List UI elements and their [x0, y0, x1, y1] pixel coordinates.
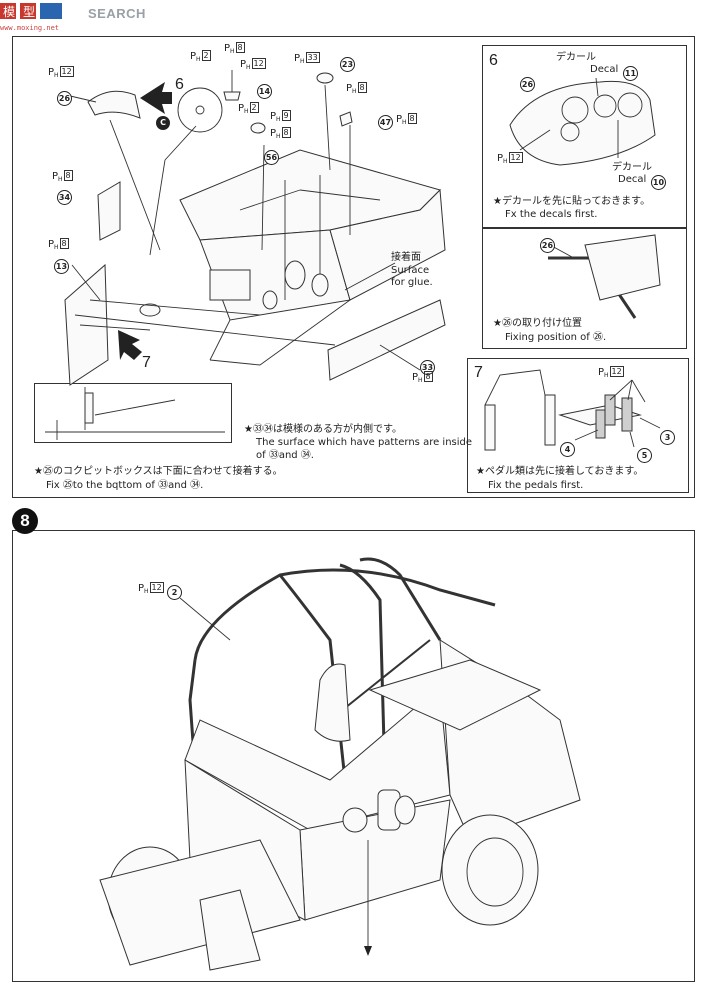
sub6-note-en: Fx the decals first. [505, 209, 598, 220]
substep-6-number: 6 [489, 52, 498, 69]
arrow-6-label: 6 [175, 76, 184, 93]
c-mark-icon: C [156, 110, 170, 130]
part-2: 2 [167, 580, 182, 600]
substep-7-frame [467, 358, 689, 493]
glue-label-en-2: for glue. [391, 277, 433, 288]
steering-wheel [177, 87, 223, 133]
note-cockpit-en: Fix ㉕to the bqttom of ㉝and ㉞. [46, 480, 204, 491]
pedal-part-5: 5 [637, 443, 652, 463]
part-34: 34 [57, 185, 72, 205]
part-56 [250, 122, 266, 134]
arrow-7 [118, 330, 142, 360]
leader-part-2 [179, 597, 231, 641]
decal-number-10: 10 [651, 170, 666, 190]
decal-ja-1: デカール [556, 52, 596, 63]
panel-33 [327, 299, 446, 381]
svg-text:模: 模 [3, 5, 15, 19]
glue-label-en-1: Surface [391, 265, 430, 276]
substep-6b-frame [482, 228, 687, 349]
panel-34 [97, 181, 121, 241]
step-8-frame [12, 530, 695, 982]
pedal-box-drawing [484, 369, 642, 451]
substep-6-frame [482, 45, 687, 228]
pedal-part-4: 4 [560, 437, 575, 457]
decal-number-11: 11 [623, 61, 638, 81]
part-26-sub6b: 26 [540, 233, 555, 253]
part-23: 23 [340, 52, 355, 72]
pedal-part-3: 3 [660, 425, 675, 445]
sub6-note-ja: ★デカールを先に貼っておきます。 [493, 196, 651, 207]
car-chassis-drawing [99, 557, 581, 971]
part-13: 13 [54, 254, 69, 274]
part-56: 56 [264, 145, 279, 165]
decal-ja-2: デカール [612, 162, 652, 173]
panel-13 [64, 263, 109, 386]
note-pattern-en-2: of ㉝and ㉞. [256, 450, 314, 461]
step-8-badge: 8 [12, 508, 38, 534]
arrow-7-label: 7 [142, 354, 151, 371]
detail-side-frame [34, 383, 232, 443]
sub6b-note-en: Fixing position of ㉖. [505, 332, 607, 343]
note-pattern-ja: ★㉝㉞は模様のある方が内側です。 [244, 424, 402, 435]
part-47: 47 [378, 110, 393, 130]
sub7-note-en: Fix the pedals first. [488, 480, 584, 491]
sub6b-note-ja: ★㉖の取り付け位置 [493, 318, 582, 329]
part-26-top: 26 [57, 86, 72, 106]
sub7-note-ja: ★ペダル類は先に接着しておきます。 [476, 466, 644, 477]
watermark-logo: 模 型 [0, 2, 64, 22]
decal-en-2: Decal [618, 174, 647, 185]
note-cockpit-ja: ★㉕のコクピットボックスは下面に合わせて接着する。 [34, 466, 283, 477]
part-26-sub6: 26 [520, 72, 535, 92]
part-23 [316, 72, 334, 84]
glue-label-ja: 接着面 [391, 252, 421, 263]
part-47 [339, 111, 353, 127]
arrow-6 [140, 82, 172, 114]
watermark-search-text: SEARCH [88, 6, 146, 21]
watermark-domain: www.moxing.net [0, 24, 60, 32]
dash-26 [87, 90, 141, 119]
note-pattern-en-1: The surface which have patterns are insi… [256, 437, 473, 448]
svg-text:型: 型 [23, 5, 35, 19]
decal-en-1: Decal [590, 64, 619, 75]
chassis-drawing [139, 149, 446, 366]
step-top-frame [12, 36, 695, 498]
shifter-14 [223, 91, 241, 101]
watermark-logo-icon: 模 型 [0, 3, 62, 19]
part-14: 14 [257, 79, 272, 99]
dash-gauge-drawing [509, 80, 656, 166]
substep-7-number: 7 [474, 364, 483, 381]
